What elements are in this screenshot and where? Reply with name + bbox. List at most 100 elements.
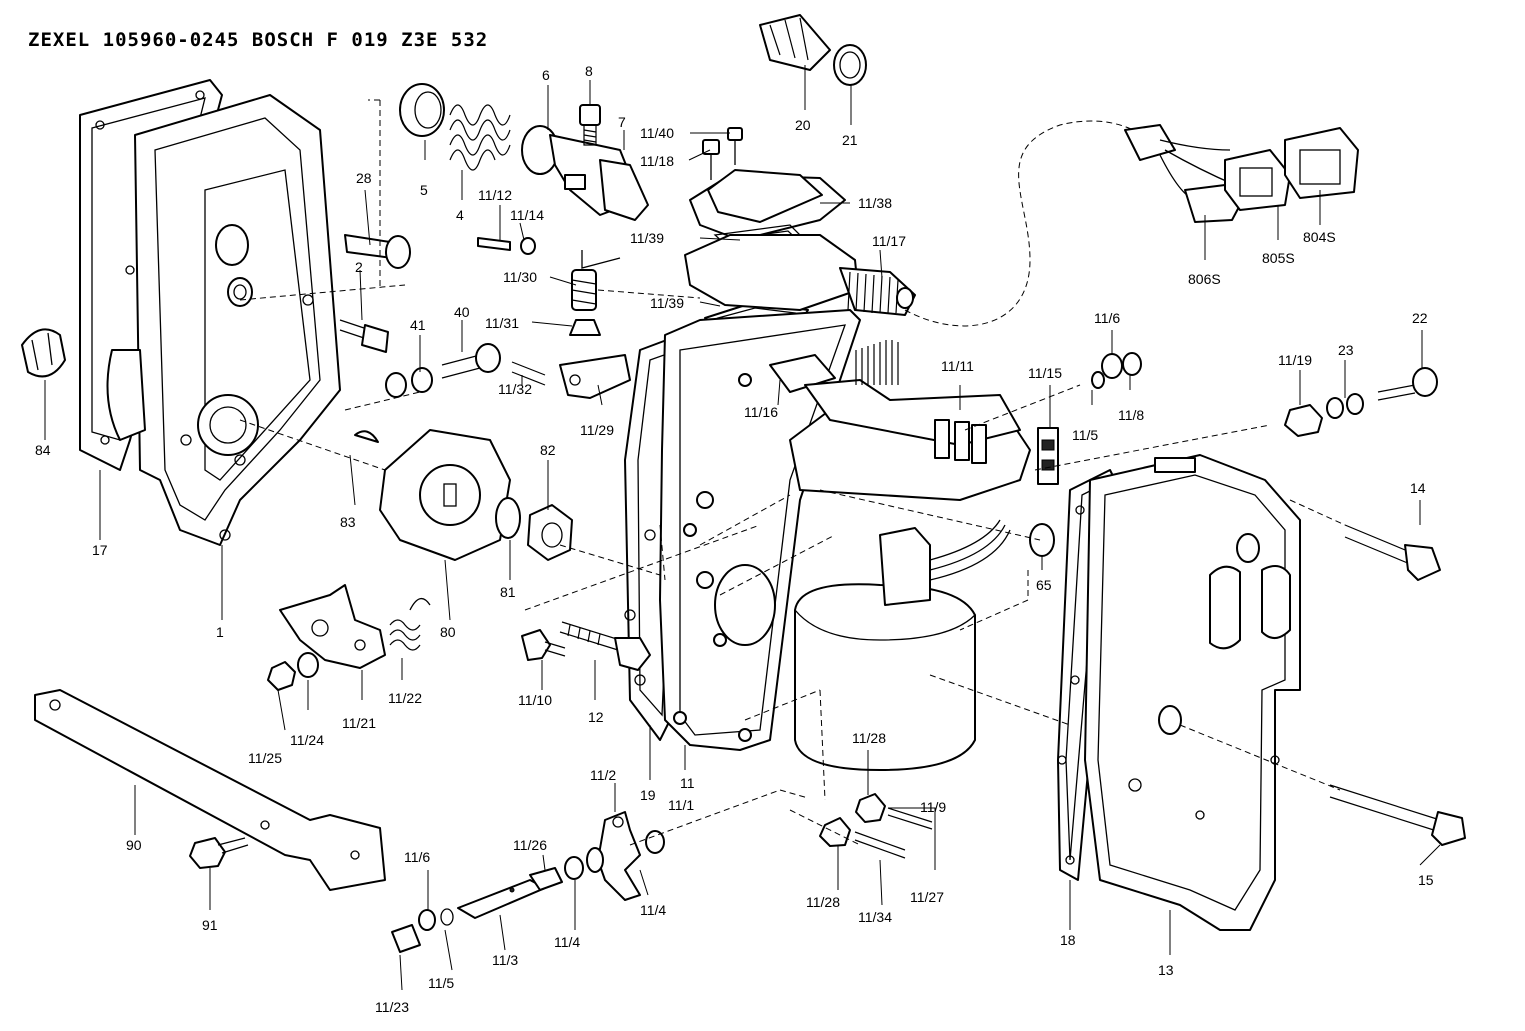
label-11-15: 11/15 <box>1028 365 1062 381</box>
bolt-2-drawing <box>339 319 389 353</box>
label-11-39: 11/39 <box>630 230 664 246</box>
label-11-40: 11/40 <box>640 125 674 141</box>
diagram-title: ZEXEL 105960-0245 BOSCH F 019 Z3E 532 <box>28 29 488 51</box>
connector-805s-drawing <box>1224 149 1291 211</box>
solenoid-drawing <box>794 519 1011 771</box>
label-7: 7 <box>618 114 626 130</box>
washer-21-drawing <box>833 44 867 86</box>
tool-90-drawing <box>34 689 386 891</box>
label-12: 12 <box>588 709 604 725</box>
label-11: 11 <box>680 775 695 791</box>
label-11-3: 11/3 <box>492 952 518 968</box>
label-11-19: 11/19 <box>1278 352 1312 368</box>
connector-804s-drawing <box>1284 127 1359 199</box>
connector-20-drawing <box>759 14 831 71</box>
label-11-18: 11/18 <box>640 153 674 169</box>
label-18: 18 <box>1060 932 1076 948</box>
label-11-6: 11/6 <box>1094 310 1120 326</box>
gear-80-drawing <box>379 429 511 561</box>
label-11-11: 11/11 <box>941 358 974 374</box>
label-1: 1 <box>216 624 224 640</box>
label-11-14: 11/14 <box>510 207 544 223</box>
washers-11-5-11-6-11-8-drawing <box>1091 352 1142 389</box>
spring-11-22-drawing <box>389 598 431 651</box>
label-11-28-lower: 11/28 <box>806 894 840 910</box>
bushing-11-23-drawing <box>391 908 454 953</box>
bolt-11-10-drawing <box>521 629 566 661</box>
fuse-11-15-drawing <box>1037 427 1059 485</box>
washers-11-4-drawing <box>564 830 665 880</box>
label-22: 22 <box>1412 310 1428 326</box>
valve-11-30-31-drawing <box>569 250 621 336</box>
bolt-91-drawing <box>189 837 249 869</box>
part-labels: 84 17 1 28 2 5 4 6 8 7 11/12 11/14 11/30… <box>35 63 1434 1015</box>
label-804s: 804S <box>1303 229 1336 245</box>
label-11-4-left: 11/4 <box>554 934 580 950</box>
label-5: 5 <box>420 182 428 198</box>
label-806s: 806S <box>1188 271 1221 287</box>
label-4: 4 <box>456 207 464 223</box>
label-11-24: 11/24 <box>290 732 324 748</box>
label-81: 81 <box>500 584 516 600</box>
label-11-25: 11/25 <box>248 750 282 766</box>
label-11-16: 11/16 <box>744 404 778 420</box>
housing-1-drawing <box>106 94 341 546</box>
bolts-14-15-drawing <box>1329 524 1466 846</box>
bolt-12-drawing <box>559 621 651 671</box>
label-11-5-lower: 11/5 <box>428 975 454 991</box>
label-11-29: 11/29 <box>580 422 614 438</box>
label-91: 91 <box>202 917 218 933</box>
label-82: 82 <box>540 442 556 458</box>
leader-lines <box>44 65 1441 991</box>
label-11-39-lower: 11/39 <box>650 295 684 311</box>
label-6: 6 <box>542 67 550 83</box>
wire-harness-drawing <box>904 120 1236 327</box>
label-84: 84 <box>35 442 51 458</box>
washer-81-drawing <box>495 497 521 539</box>
washer-41-drawing <box>385 367 433 398</box>
plate-11-drawing <box>659 309 861 751</box>
connector-806s-drawing <box>1184 184 1241 223</box>
lever-6-7-drawing <box>521 125 649 221</box>
label-11-30: 11/30 <box>503 269 537 285</box>
label-11-12: 11/12 <box>478 187 512 203</box>
key-83-drawing <box>354 430 379 443</box>
cover-13-drawing <box>1084 454 1301 931</box>
label-17: 17 <box>92 542 108 558</box>
ring-84-drawing <box>21 328 66 378</box>
label-11-10: 11/10 <box>518 692 552 708</box>
nut-82-drawing <box>527 504 573 561</box>
label-80: 80 <box>440 624 456 640</box>
washer-65-drawing <box>1029 523 1055 557</box>
label-41: 41 <box>410 317 426 333</box>
screw-11-12-drawing <box>477 237 536 255</box>
label-23: 23 <box>1338 342 1354 358</box>
label-19: 19 <box>640 787 656 803</box>
label-83: 83 <box>340 514 356 530</box>
label-11-32: 11/32 <box>498 381 532 397</box>
label-11-6-lower: 11/6 <box>404 849 430 865</box>
module-11-11-drawing <box>789 340 1031 501</box>
label-14: 14 <box>1410 480 1426 496</box>
label-20: 20 <box>795 117 811 133</box>
label-8: 8 <box>585 63 593 79</box>
label-28: 28 <box>356 170 372 186</box>
label-11-4-right: 11/4 <box>640 902 666 918</box>
label-11-22: 11/22 <box>388 690 422 706</box>
bolt-40-drawing <box>441 343 501 379</box>
shaft-11-3-11-26-drawing <box>457 867 563 919</box>
label-11-27: 11/27 <box>910 889 944 905</box>
spring-4-drawing <box>449 104 511 171</box>
label-11-31: 11/31 <box>485 315 519 331</box>
lever-11-2-drawing <box>597 811 641 901</box>
label-11-28-upper: 11/28 <box>852 730 886 746</box>
label-11-38: 11/38 <box>858 195 892 211</box>
nuts-11-28-11-9-11-27-11-34-drawing <box>819 793 933 859</box>
label-11-21: 11/21 <box>342 715 376 731</box>
label-11-1: 11/1 <box>668 797 694 813</box>
label-90: 90 <box>126 837 142 853</box>
label-13: 13 <box>1158 962 1174 978</box>
label-15: 15 <box>1418 872 1434 888</box>
label-11-8: 11/8 <box>1118 407 1144 423</box>
